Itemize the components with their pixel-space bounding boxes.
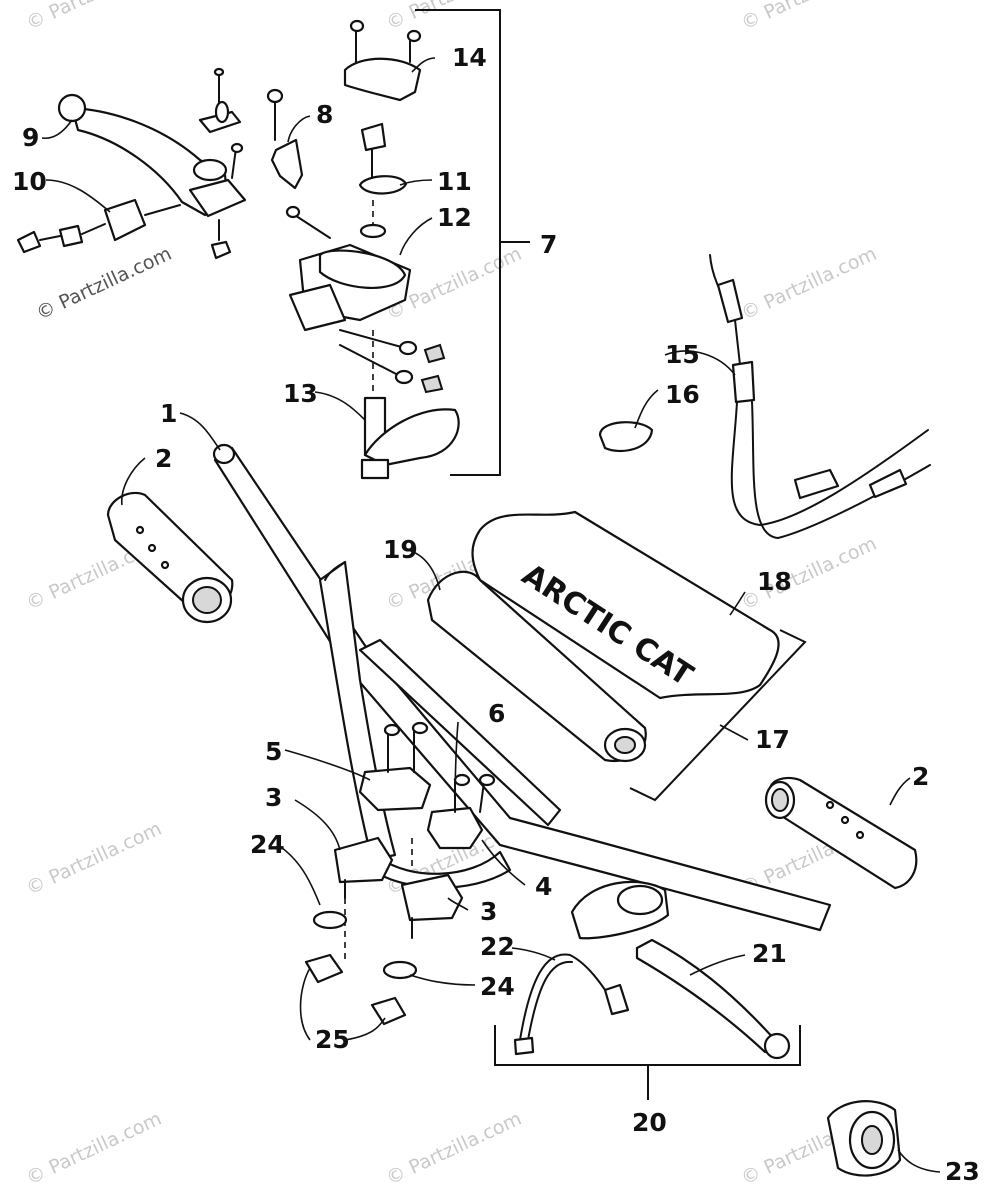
callout-15: 15 [665,340,700,369]
throttle-cable-part[interactable] [709,254,931,540]
callout-13: 13 [283,379,318,408]
callout-1: 1 [160,399,177,428]
brake-lever-part[interactable] [57,93,247,218]
callout-8: 8 [316,100,333,129]
watermark: © Partzilla.com [738,0,880,35]
callout-11: 11 [437,167,472,196]
callout-19: 19 [383,535,418,564]
callout-3-lower: 3 [480,897,497,926]
callout-18: 18 [757,567,792,596]
right-grip-part[interactable] [764,776,918,890]
bracket-7 [415,9,530,476]
callout-labels: 1 2 2 3 3 4 5 6 7 8 9 10 11 12 13 14 15 … [12,43,980,1186]
callout-6: 6 [488,699,505,728]
callout-24-lower: 24 [480,972,515,1001]
clamp-ring-part[interactable] [358,122,408,239]
upper-clamp-right-part[interactable] [426,773,496,850]
callout-12: 12 [437,203,472,232]
lever-bracket-part[interactable] [570,880,670,940]
switch-cover-part[interactable] [343,19,422,102]
callout-7: 7 [540,230,557,259]
watermark: © Partzilla.com [23,0,165,35]
callout-14: 14 [452,43,487,72]
callout-10: 10 [12,167,47,196]
callout-9: 9 [22,123,39,152]
callout-3-upper: 3 [265,783,282,812]
cable-bracket-part[interactable] [266,88,304,190]
upper-clamp-left-part[interactable] [358,721,432,812]
watermark: © Partzilla.com [23,1108,165,1190]
callout-16: 16 [665,380,700,409]
callout-2-right: 2 [912,762,929,791]
switch-housing-part[interactable] [285,205,446,394]
bracket-20 [494,1025,801,1100]
watermark: © Partzilla.com [23,818,165,900]
watermark: © Partzilla.com [738,243,880,325]
lever-clamp-part[interactable] [16,198,181,254]
callout-2-left: 2 [155,444,172,473]
left-grip-part[interactable] [106,491,234,624]
bracket-17 [629,629,807,802]
pad-foam-part[interactable] [426,570,647,763]
callout-25: 25 [315,1025,350,1054]
callout-21: 21 [752,939,787,968]
callout-22: 22 [480,932,515,961]
callout-5: 5 [265,737,282,766]
grip-end-part[interactable] [826,1100,902,1177]
lever-pivot-hardware[interactable] [198,67,244,260]
lower-clamp-left-part[interactable] [304,836,394,984]
callout-17: 17 [755,725,790,754]
callout-24-upper: 24 [250,830,285,859]
watermark: © Partzilla.com [383,1108,525,1190]
callout-4: 4 [535,872,552,901]
callout-20: 20 [632,1108,667,1137]
watermark: © Partzilla.com [383,0,525,35]
switch-wire-part[interactable] [513,953,630,1056]
leader-lines [41,57,941,1173]
lower-clamp-right-part[interactable] [370,838,464,1026]
clutch-lever-part[interactable] [635,938,791,1060]
watermark: © Partzilla.com [33,243,175,325]
switch-handle-part[interactable] [360,330,460,480]
cable-strap-part[interactable] [598,421,654,452]
callout-23: 23 [945,1157,980,1186]
